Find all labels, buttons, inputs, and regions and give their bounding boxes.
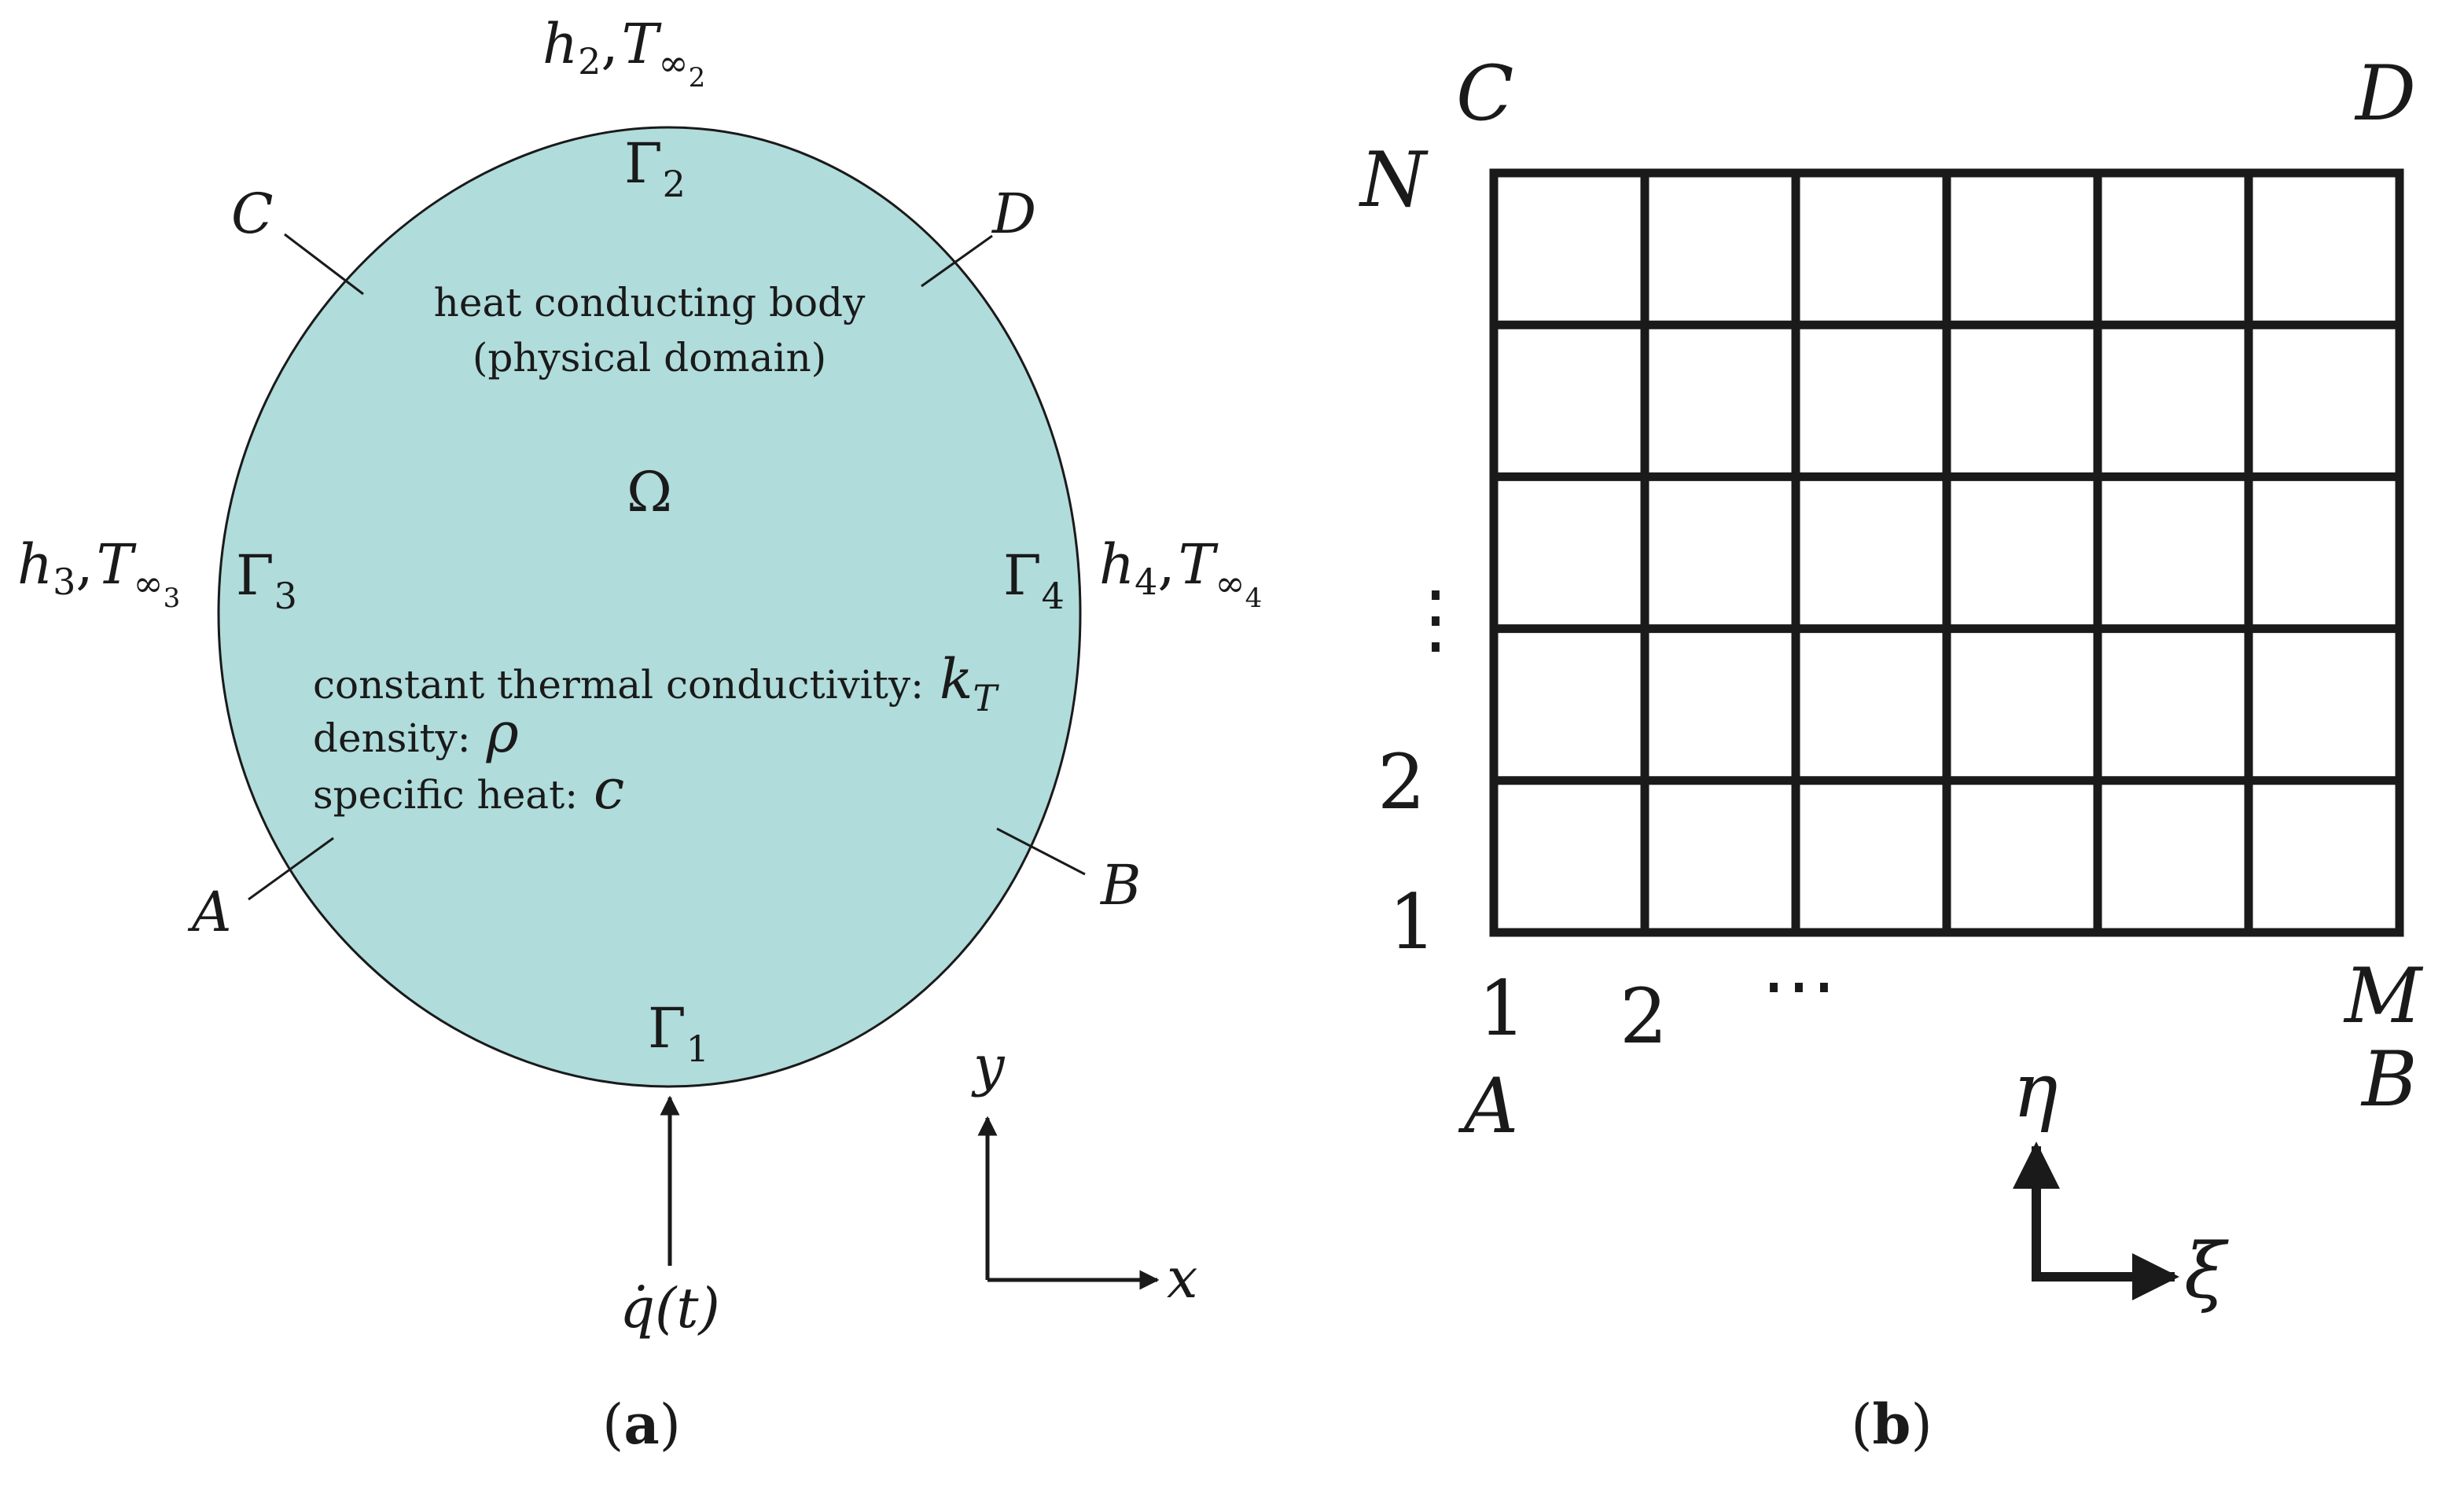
leader-line-d xyxy=(921,234,993,288)
corner-c-label: C xyxy=(1456,50,1513,138)
y-axis-label: y xyxy=(971,1034,1006,1098)
x-axis-label: x xyxy=(1167,1246,1197,1311)
gamma-2-label: Γ2 xyxy=(624,131,686,205)
row-label-1: 1 xyxy=(1388,878,1436,966)
col-label-1: 1 xyxy=(1478,965,1526,1053)
panel-a-caption: (a) xyxy=(602,1392,681,1457)
gamma-4-label: Γ4 xyxy=(1003,543,1065,617)
col-label-dots: ⋯ xyxy=(1761,941,1837,1029)
xi-axis-label: ξ xyxy=(2184,1227,2229,1315)
corner-a-label: A xyxy=(1458,1062,1518,1150)
leader-line-a xyxy=(248,837,334,901)
panel-a: C D A B Γ2 Γ1 Γ3 Γ4 h2,T∞2 h3,T∞3 h4,T∞4… xyxy=(17,12,1262,1457)
panel-b-caption: (b) xyxy=(1851,1392,1933,1457)
specific-heat-line: specific heat:c xyxy=(313,757,624,822)
row-label-dots: ⋮ xyxy=(1398,575,1473,663)
col-label-2: 2 xyxy=(1620,973,1668,1061)
point-a-label: A xyxy=(187,880,232,944)
density-line: density:ρ xyxy=(313,701,519,765)
point-b-label: B xyxy=(1099,853,1141,917)
panel-b: C D A B N ⋮ 2 1 1 2 ⋯ M η ξ (b) xyxy=(1359,50,2424,1457)
body-subtitle: (physical domain) xyxy=(473,335,826,381)
gamma-1-label: Γ1 xyxy=(648,996,709,1070)
heat-flux-label: q̇(t) xyxy=(620,1276,720,1340)
physical-domain-body xyxy=(217,126,1082,1088)
gamma-3-label: Γ3 xyxy=(236,543,297,617)
row-label-2: 2 xyxy=(1377,738,1425,826)
leader-line-c xyxy=(284,233,364,296)
leader-line-b xyxy=(996,827,1086,876)
omega-symbol: Ω xyxy=(627,460,672,524)
col-label-m: M xyxy=(2343,952,2424,1040)
conductivity-line: constant thermal conductivity:kT xyxy=(313,647,999,719)
bc-left-label: h3,T∞3 xyxy=(17,532,180,614)
bc-right-label: h4,T∞4 xyxy=(1099,532,1262,614)
corner-d-label: D xyxy=(2354,50,2416,138)
eta-axis-label: η xyxy=(2013,1046,2058,1134)
corner-b-label: B xyxy=(2360,1035,2418,1123)
point-c-label: C xyxy=(231,182,274,246)
row-label-n: N xyxy=(1359,136,1429,224)
bc-top-label: h2,T∞2 xyxy=(542,12,705,94)
computational-grid xyxy=(1489,168,2404,937)
body-title: heat conducting body xyxy=(434,280,866,325)
point-d-label: D xyxy=(991,182,1036,246)
